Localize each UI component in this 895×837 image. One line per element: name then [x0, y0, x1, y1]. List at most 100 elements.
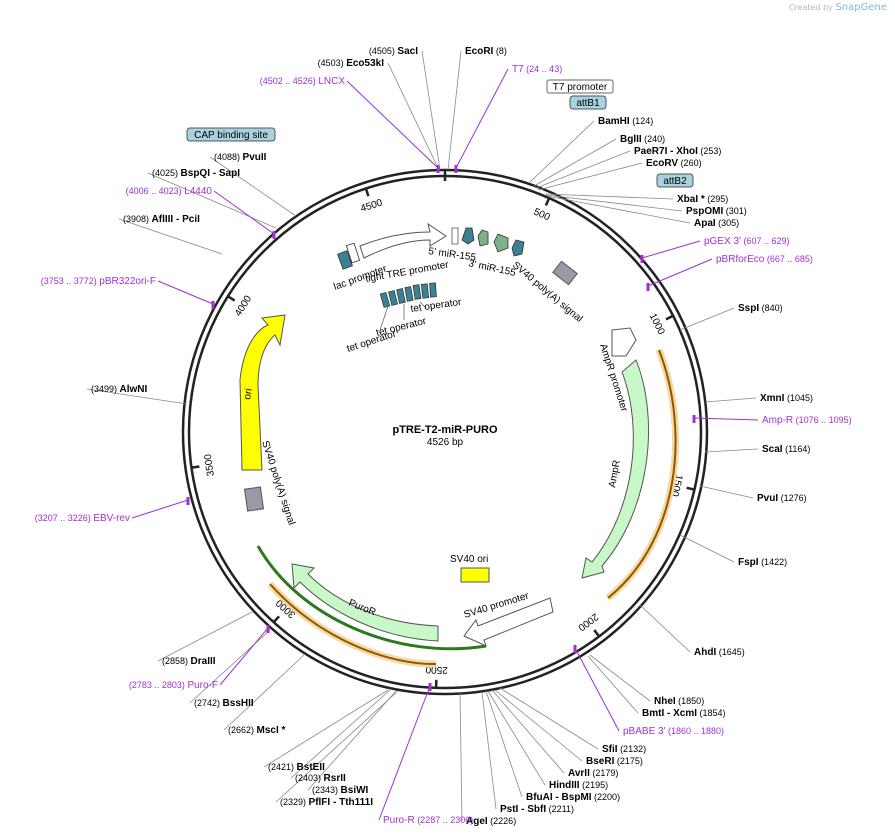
- enzyme-leader-line: [447, 50, 462, 171]
- sv40-polya-left-feature: [243, 486, 265, 512]
- enzyme-leader-line: [387, 62, 440, 171]
- primer-leader-line: [455, 68, 509, 169]
- primer-label: Puro-R (2287 .. 2306): [383, 815, 473, 826]
- ampr-label: AmpR: [607, 459, 623, 488]
- enzyme-leader-line: [494, 689, 583, 762]
- enzyme-leader-line: [147, 172, 277, 229]
- enzyme-leader-line: [86, 388, 188, 405]
- enzyme-label: (4025) BspQI - SapI: [152, 168, 240, 179]
- sv40-ori-label: SV40 ori: [450, 554, 488, 565]
- enzyme-label: EcoRV (260): [646, 158, 702, 169]
- primer-leader-line: [647, 258, 713, 287]
- enzyme-leader-line: [223, 653, 306, 731]
- enzyme-leader-line: [307, 690, 397, 791]
- enzyme-label: ApaI (305): [694, 218, 739, 229]
- lac-promoter-feature: [337, 250, 353, 270]
- enzyme-label: AhdI (1645): [694, 647, 745, 658]
- enzyme-label: (2742) BssHII: [194, 698, 254, 709]
- enzyme-label: FspI (1422): [738, 557, 787, 568]
- enzyme-leader-line: [459, 692, 463, 822]
- t7-promoter-box: T7 promoter: [553, 82, 608, 93]
- primer-site-mark: [573, 645, 577, 653]
- enzyme-leader-line: [535, 150, 631, 189]
- enzyme-leader-line: [118, 218, 223, 255]
- tet-operator-label-3: tet operator: [410, 297, 463, 315]
- enzyme-label: AgeI (2226): [466, 816, 516, 827]
- enzyme-leader-line: [487, 690, 546, 786]
- tet-operator-label-2: tet operator: [375, 316, 428, 339]
- enzyme-label: ScaI (1164): [762, 444, 810, 455]
- enzyme-label: (2421) BstEII: [268, 762, 325, 773]
- enzyme-label: BamHI (124): [598, 116, 653, 127]
- sv40-promoter-feature: [463, 597, 554, 647]
- tick-mark: [227, 295, 236, 302]
- boxed-features: T7 promoter attB1 attB2 CAP binding site: [186, 79, 694, 188]
- label-leader-lines: [86, 50, 759, 822]
- enzyme-leader-line: [679, 534, 735, 563]
- ori-label: ori: [242, 388, 255, 401]
- enzyme-leader-line: [263, 689, 389, 768]
- primer-site-mark: [436, 165, 440, 173]
- tick-mark: [544, 197, 551, 206]
- enzyme-leader-line: [537, 162, 643, 191]
- ampr-promoter-feature: [611, 327, 637, 357]
- mir-3-label: 3' miR-155: [467, 258, 517, 279]
- enzyme-label: NheI (1850): [654, 696, 704, 707]
- enzyme-label: SspI (840): [738, 303, 783, 314]
- primer-site-mark: [266, 625, 270, 633]
- enzyme-label: BfuAI - BspMI (2200): [526, 792, 620, 803]
- primer-leader-line: [213, 190, 275, 235]
- ori-feature: [239, 314, 286, 471]
- enzyme-label: (3499) AlwNI: [91, 384, 148, 395]
- enzyme-label: SfiI (2132): [602, 744, 646, 755]
- mir-hairpin-3: [511, 239, 525, 257]
- enzyme-label: (2662) MscI *: [228, 725, 286, 736]
- enzyme-label: PstI - SbfI (2211): [500, 804, 574, 815]
- enzyme-leader-line: [704, 448, 759, 453]
- enzyme-label: (4505) SacI: [369, 46, 418, 57]
- cap-binding-box: CAP binding site: [194, 130, 268, 141]
- enzyme-leader-line: [275, 690, 399, 803]
- enzyme-label: BseRI (2175): [586, 756, 643, 767]
- attb1-box: attB1: [576, 98, 600, 109]
- puror-feature: [291, 563, 439, 642]
- enzyme-leader-line: [491, 689, 565, 774]
- enzyme-label: BglII (240): [620, 134, 665, 145]
- enzyme-label: PspOMI (301): [686, 206, 747, 217]
- enzyme-leader-line: [485, 690, 523, 798]
- primer-site-mark: [428, 683, 432, 691]
- enzyme-label: (2343) BsiWI: [312, 785, 369, 796]
- plasmid-length: 4526 bp: [427, 437, 464, 448]
- primer-site-mark: [646, 283, 650, 291]
- sv40-polya-right-label: SV40 poly(A) signal: [510, 260, 584, 325]
- tick-label: 500: [532, 207, 552, 224]
- mir-hairpin-2: [477, 229, 489, 247]
- primer-site-mark: [186, 497, 190, 505]
- primer-leader-line: [219, 627, 269, 686]
- enzyme-leader-line: [589, 654, 651, 702]
- primer-label: (3753 .. 3772) pBR322ori-F: [41, 276, 156, 287]
- enzyme-leader-line: [481, 691, 497, 810]
- tick-mark: [665, 314, 674, 321]
- enzyme-label: HindIII (2195): [549, 780, 608, 791]
- enzyme-label: XbaI * (295): [677, 194, 728, 205]
- enzyme-label: (2329) PflFI - Tth111I: [280, 797, 373, 808]
- enzyme-leader-line: [587, 655, 639, 714]
- primer-label: (4006 .. 4023) L4440: [126, 186, 213, 197]
- plasmid-name: pTRE-T2-miR-PURO: [392, 424, 498, 436]
- sv40-polya-right-feature: [552, 260, 578, 286]
- backbone: [181, 168, 709, 696]
- primer-site-mark: [272, 231, 276, 239]
- enzyme-leader-line: [546, 195, 691, 224]
- tick-mark: [272, 615, 280, 624]
- primer-leader-line: [131, 499, 189, 519]
- tick-mark: [686, 486, 695, 491]
- primer-leader-line: [346, 80, 439, 169]
- tet-operator-blocks: [379, 282, 437, 308]
- enzyme-leader-line: [679, 307, 735, 331]
- enzyme-leader-line: [290, 689, 391, 779]
- attb2-box: attB2: [663, 176, 687, 187]
